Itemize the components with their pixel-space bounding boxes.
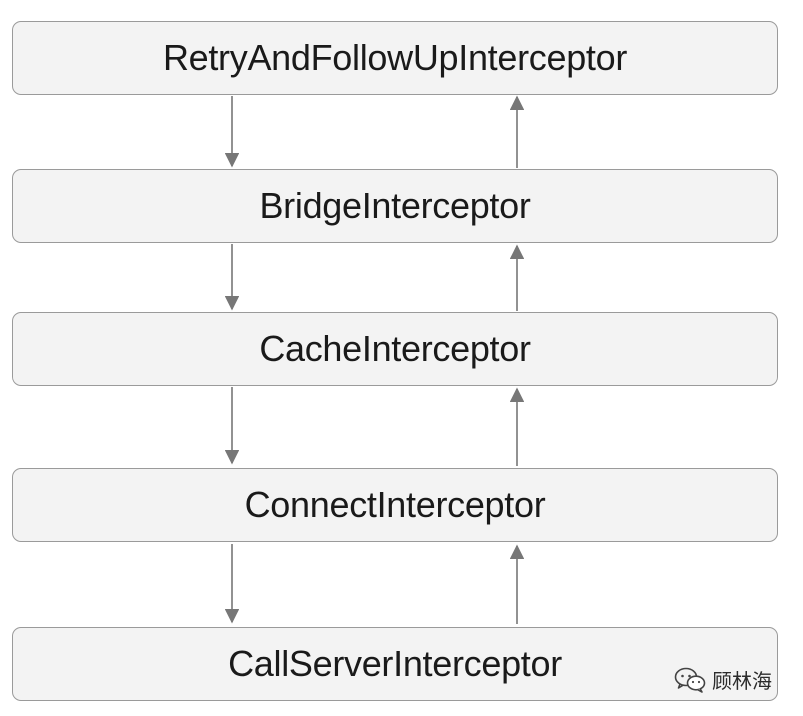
node-label: ConnectInterceptor <box>244 484 546 525</box>
retry-and-follow-up-interceptor-node: RetryAndFollowUpInterceptor <box>12 21 778 95</box>
wechat-icon <box>674 667 706 693</box>
node-label: CacheInterceptor <box>259 328 531 369</box>
bridge-interceptor-node: BridgeInterceptor <box>12 169 778 243</box>
cache-interceptor-node: CacheInterceptor <box>12 312 778 386</box>
connect-interceptor-node: ConnectInterceptor <box>12 468 778 542</box>
watermark-text: 顾林海 <box>712 669 772 693</box>
call-server-interceptor-node: CallServerInterceptor <box>12 627 778 701</box>
node-label: CallServerInterceptor <box>228 643 562 684</box>
node-label: BridgeInterceptor <box>259 185 531 226</box>
watermark: 顾林海 <box>674 665 772 694</box>
node-label: RetryAndFollowUpInterceptor <box>162 37 628 78</box>
